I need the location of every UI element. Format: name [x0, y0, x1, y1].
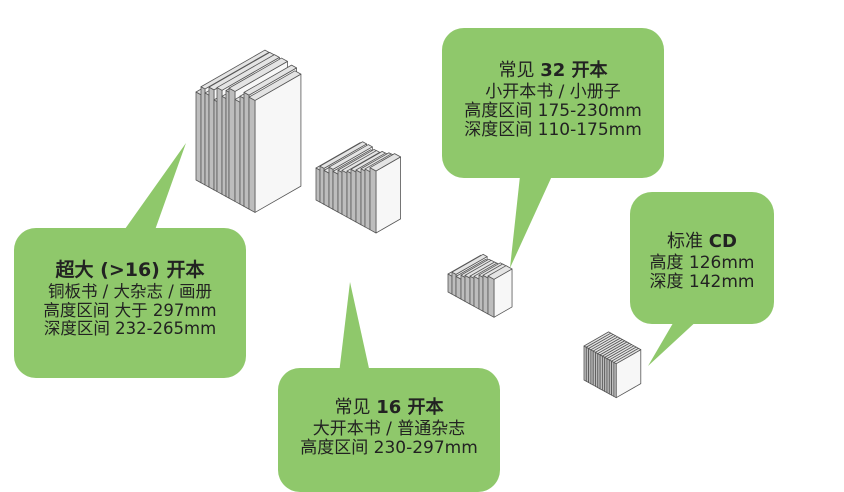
callout-thirty-two-line-1: 小开本书 / 小册子 — [485, 82, 621, 103]
sixteen-mo-book-stack — [315, 141, 402, 234]
pointer-cd — [648, 318, 700, 366]
book-top-stack-16-12 — [369, 153, 402, 172]
extra-large-book-stack — [195, 49, 302, 213]
book-top-stack-xl-1 — [200, 49, 270, 90]
callout-sixteen: 常见 16 开本 大开本书 / 普通杂志 高度区间 230-297mm — [278, 368, 500, 492]
callout-sixteen-title-strong: 16 开本 — [376, 397, 444, 418]
book-top-stack-cd-13 — [613, 347, 642, 365]
callout-thirty-two-title-prefix: 常见 — [498, 60, 541, 81]
callout-sixteen-line-2: 高度区间 230-297mm — [300, 438, 478, 459]
thirty-two-mo-book-stack — [447, 253, 513, 318]
callout-thirty-two: 常见 32 开本 小开本书 / 小册子 高度区间 175-230mm 深度区间 … — [442, 28, 664, 178]
callout-thirty-two-line-2: 高度区间 175-230mm — [464, 101, 642, 122]
callout-extra-large: 超大 (>16) 开本 铜板书 / 大杂志 / 画册 高度区间 大于 297mm… — [14, 228, 246, 378]
callout-thirty-two-title: 常见 32 开本 — [442, 60, 664, 81]
book-size-illustration — [195, 49, 642, 399]
callout-extra-large-line-3: 深度区间 232-265mm — [43, 319, 217, 339]
book-top-stack-xl-12 — [248, 70, 302, 101]
book-top-stack-xl-8 — [228, 57, 288, 92]
callout-thirty-two-title-strong: 32 开本 — [540, 60, 608, 81]
callout-extra-large-line-2: 高度区间 大于 297mm — [43, 300, 217, 320]
book-top-stack-xl-5 — [216, 54, 280, 91]
callout-cd-title-strong: CD — [708, 231, 737, 252]
cd-stack — [583, 331, 642, 399]
callout-cd-line-1: 高度 126mm — [649, 253, 755, 274]
book-top-stack-16-3 — [328, 144, 373, 170]
callout-cd-title-prefix: 标准 — [667, 231, 709, 252]
book-top-stack-32-1 — [451, 253, 488, 275]
callout-cd-title: 标准 CD — [630, 231, 774, 252]
callout-cd-line-2: 深度 142mm — [649, 272, 755, 293]
callout-sixteen-title-prefix: 常见 — [334, 397, 377, 418]
callout-cd: 标准 CD 高度 126mm 深度 142mm — [630, 192, 774, 324]
callout-pointers — [120, 143, 700, 382]
callout-extra-large-line-1: 铜板书 / 大杂志 / 画册 — [47, 282, 213, 302]
callout-extra-large-title: 超大 (>16) 开本 — [55, 259, 205, 281]
callout-thirty-two-line-3: 深度区间 110-175mm — [464, 120, 642, 141]
pointer-extra-large — [120, 143, 186, 244]
book-top-stack-xl-11 — [243, 64, 297, 96]
pointer-sixteen — [338, 282, 372, 382]
callout-sixteen-line-1: 大开本书 / 普通杂志 — [312, 419, 466, 440]
callout-sixteen-title: 常见 16 开本 — [278, 397, 500, 418]
book-top-stack-32-9 — [487, 265, 513, 280]
pointer-thirty-two — [510, 176, 552, 268]
book-top-stack-16-1 — [319, 141, 368, 169]
